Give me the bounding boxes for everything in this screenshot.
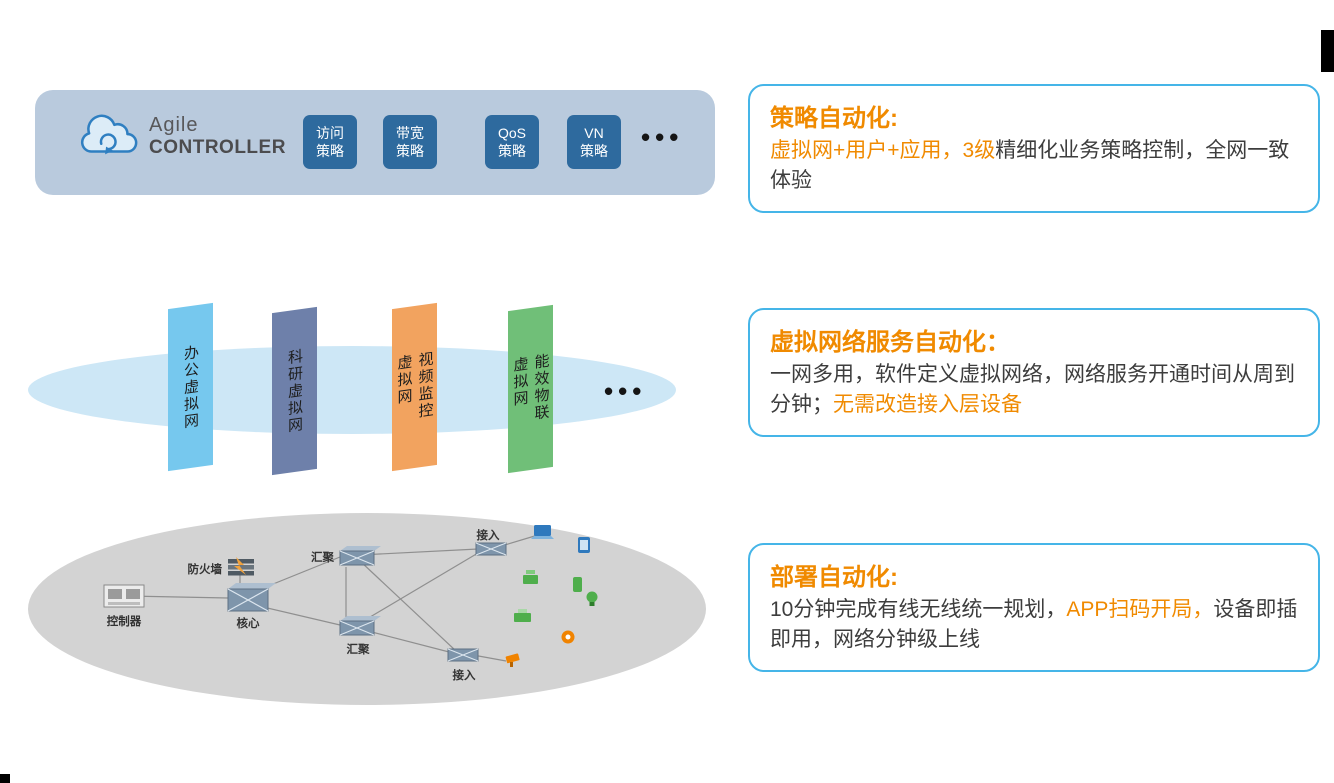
firewall-label: 防火墙 (188, 562, 223, 576)
aggregation-switch-2-icon (339, 616, 381, 636)
vn-energy-iot: 能效物联 虚拟网 (508, 304, 553, 474)
callout-title: 策略自动化: (770, 105, 898, 132)
access-switch-2-icon (447, 648, 479, 662)
callout-deployment-automation: 部署自动化: 10分钟完成有线无线统一规划，APP扫码开局，设备即插即用，网络分… (748, 543, 1320, 672)
ip-camera-icon (505, 653, 520, 667)
physical-network-layer-ellipse: 控制器 防火墙 核心 汇聚 (28, 513, 706, 705)
vn-label-col: 虚拟网 (395, 353, 413, 407)
callout-text-accent: 虚拟网+用户+应用，3级 (770, 139, 996, 162)
vn-label-col: 能效物联 (532, 352, 550, 423)
access-2-label: 接入 (453, 668, 476, 682)
controller-panel: Agile CONTROLLER 访问 策略 带宽 策略 QoS 策略 VN 策… (35, 90, 715, 195)
virtual-network-layer-ellipse (28, 346, 676, 434)
access-switch-1-icon (475, 542, 507, 556)
callout-text: 设备即插即用，网络分钟级上线 (770, 598, 1298, 652)
policy-chip-label: 策略 (498, 143, 526, 159)
controller-label: 控制器 (107, 614, 142, 628)
callout-text-accent: 无需改造接入层设备 (833, 393, 1022, 417)
callout-vn-service-automation: 虚拟网络服务自动化： 一网多用，软件定义虚拟网络，网络服务开通时间从周到分钟；无… (748, 308, 1320, 437)
vn-research: 科研虚拟网 (272, 306, 317, 476)
policy-chip-qos: QoS 策略 (485, 115, 539, 169)
aggregation-2-label: 汇聚 (347, 643, 370, 656)
cloud-icon (80, 114, 138, 155)
vn-label-col: 科研虚拟网 (286, 347, 303, 435)
callout-body: 10分钟完成有线无线统一规划，APP扫码开局，设备即插即用，网络分钟级上线 (770, 595, 1298, 656)
ellipsis-more-vns: ••• (604, 376, 647, 406)
callout-text: 10分钟完成有线无线统一规划， (770, 598, 1067, 621)
vn-label-col: 办公虚拟网 (182, 343, 199, 431)
pos-terminal-icon (523, 570, 538, 584)
tablet-icon (578, 537, 590, 553)
policy-chip-label: 策略 (396, 143, 424, 159)
policy-chip-label: 带宽 (396, 124, 424, 141)
brand-name-bottom: CONTROLLER (149, 137, 286, 158)
aggregation-1-label: 汇聚 (311, 551, 334, 564)
vn-label: 科研虚拟网 (284, 347, 305, 435)
laptop-icon (531, 525, 554, 539)
callout-body: 一网多用，软件定义虚拟网络，网络服务开通时间从周到分钟；无需改造接入层设备 (770, 360, 1298, 421)
core-label: 核心 (237, 616, 260, 630)
policy-chip-bandwidth: 带宽 策略 (383, 115, 437, 169)
callout-text-accent: APP扫码开局， (1066, 598, 1214, 621)
firewall-icon (228, 557, 254, 576)
policy-chip-label: VN (584, 124, 604, 141)
network-topology: 控制器 防火墙 核心 汇聚 (103, 525, 598, 682)
core-switch-icon (227, 583, 276, 612)
vn-label: 能效物联 虚拟网 (510, 352, 552, 426)
callout-policy-automation: 策略自动化: 虚拟网+用户+应用，3级精细化业务策略控制，全网一致体验 (748, 84, 1320, 213)
dome-camera-icon (561, 630, 575, 644)
brand-name-top: Agile (149, 114, 199, 136)
vn-label: 办公虚拟网 (180, 343, 201, 431)
aggregation-switch-1-icon (339, 546, 381, 566)
smartphone-icon (573, 577, 582, 592)
policy-chip-vn: VN 策略 (567, 115, 621, 169)
vn-label-col: 虚拟网 (511, 355, 529, 409)
controller-icon (103, 584, 145, 608)
printer-icon (514, 609, 531, 622)
brand-logo: Agile CONTROLLER (149, 114, 286, 159)
policy-chip-label: QoS (497, 124, 526, 141)
policy-chip-label: 策略 (316, 143, 344, 159)
access-1-label: 接入 (477, 528, 500, 542)
lightbulb-icon (586, 591, 598, 606)
callout-body: 虚拟网+用户+应用，3级精细化业务策略控制，全网一致体验 (770, 136, 1298, 197)
vn-label-col: 视频监控 (416, 350, 434, 421)
callout-title: 部署自动化: (770, 564, 898, 591)
vn-video-surveillance: 视频监控 虚拟网 (392, 302, 437, 472)
callout-title: 虚拟网络服务自动化： (770, 329, 1010, 356)
policy-chip-label: 策略 (580, 143, 608, 159)
callout-text: 精细化业务策略控制，全网一致体验 (770, 139, 1290, 193)
corner-artifact-bottom-left (0, 774, 10, 783)
vn-label: 视频监控 虚拟网 (394, 350, 436, 424)
policy-chip-access: 访问 策略 (303, 115, 357, 169)
policy-chip-label: 访问 (316, 124, 344, 141)
vn-office: 办公虚拟网 (168, 302, 213, 472)
callout-text: 一网多用，软件定义虚拟网络，网络服务开通时间从周到分钟； (770, 363, 1295, 417)
ellipsis-more-policies: ••• (641, 122, 684, 152)
corner-artifact-top-right (1321, 30, 1334, 72)
